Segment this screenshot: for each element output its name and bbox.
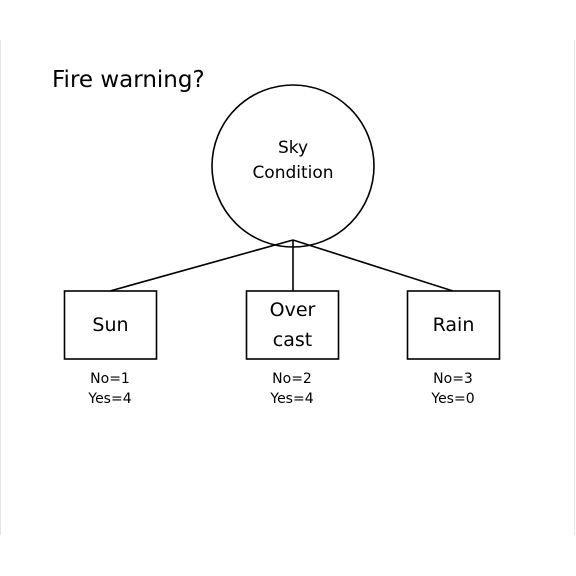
leaf-label-overcast: Over cast (247, 291, 339, 359)
count-no: No=3 (433, 371, 473, 387)
diagram-title: Fire warning? (52, 67, 205, 93)
counts-sun: No=1 Yes=4 (50, 369, 170, 409)
edge-sun (109, 239, 294, 292)
count-yes: Yes=4 (270, 391, 314, 407)
count-yes: Yes=0 (431, 391, 475, 407)
edge-rain (292, 239, 454, 292)
root-label-line-2: Condition (252, 163, 334, 183)
leaf-label-line: Rain (432, 314, 475, 336)
leaf-label-line: cast (272, 329, 313, 351)
leaf-box-rain (406, 290, 501, 360)
leaf-box-overcast (245, 290, 340, 360)
leaf-box-sun (63, 290, 158, 360)
root-node-label: Sky Condition (212, 136, 374, 186)
count-no: No=1 (90, 371, 130, 387)
counts-rain: No=3 Yes=0 (393, 369, 513, 409)
leaf-label-rain: Rain (408, 291, 500, 359)
leaf-label-line: Sun (92, 314, 129, 336)
count-yes: Yes=4 (88, 391, 132, 407)
counts-overcast: No=2 Yes=4 (232, 369, 352, 409)
leaf-label-sun: Sun (65, 291, 157, 359)
root-label-line-1: Sky (277, 138, 309, 158)
leaf-label-line: Over (269, 299, 316, 321)
count-no: No=2 (272, 371, 312, 387)
